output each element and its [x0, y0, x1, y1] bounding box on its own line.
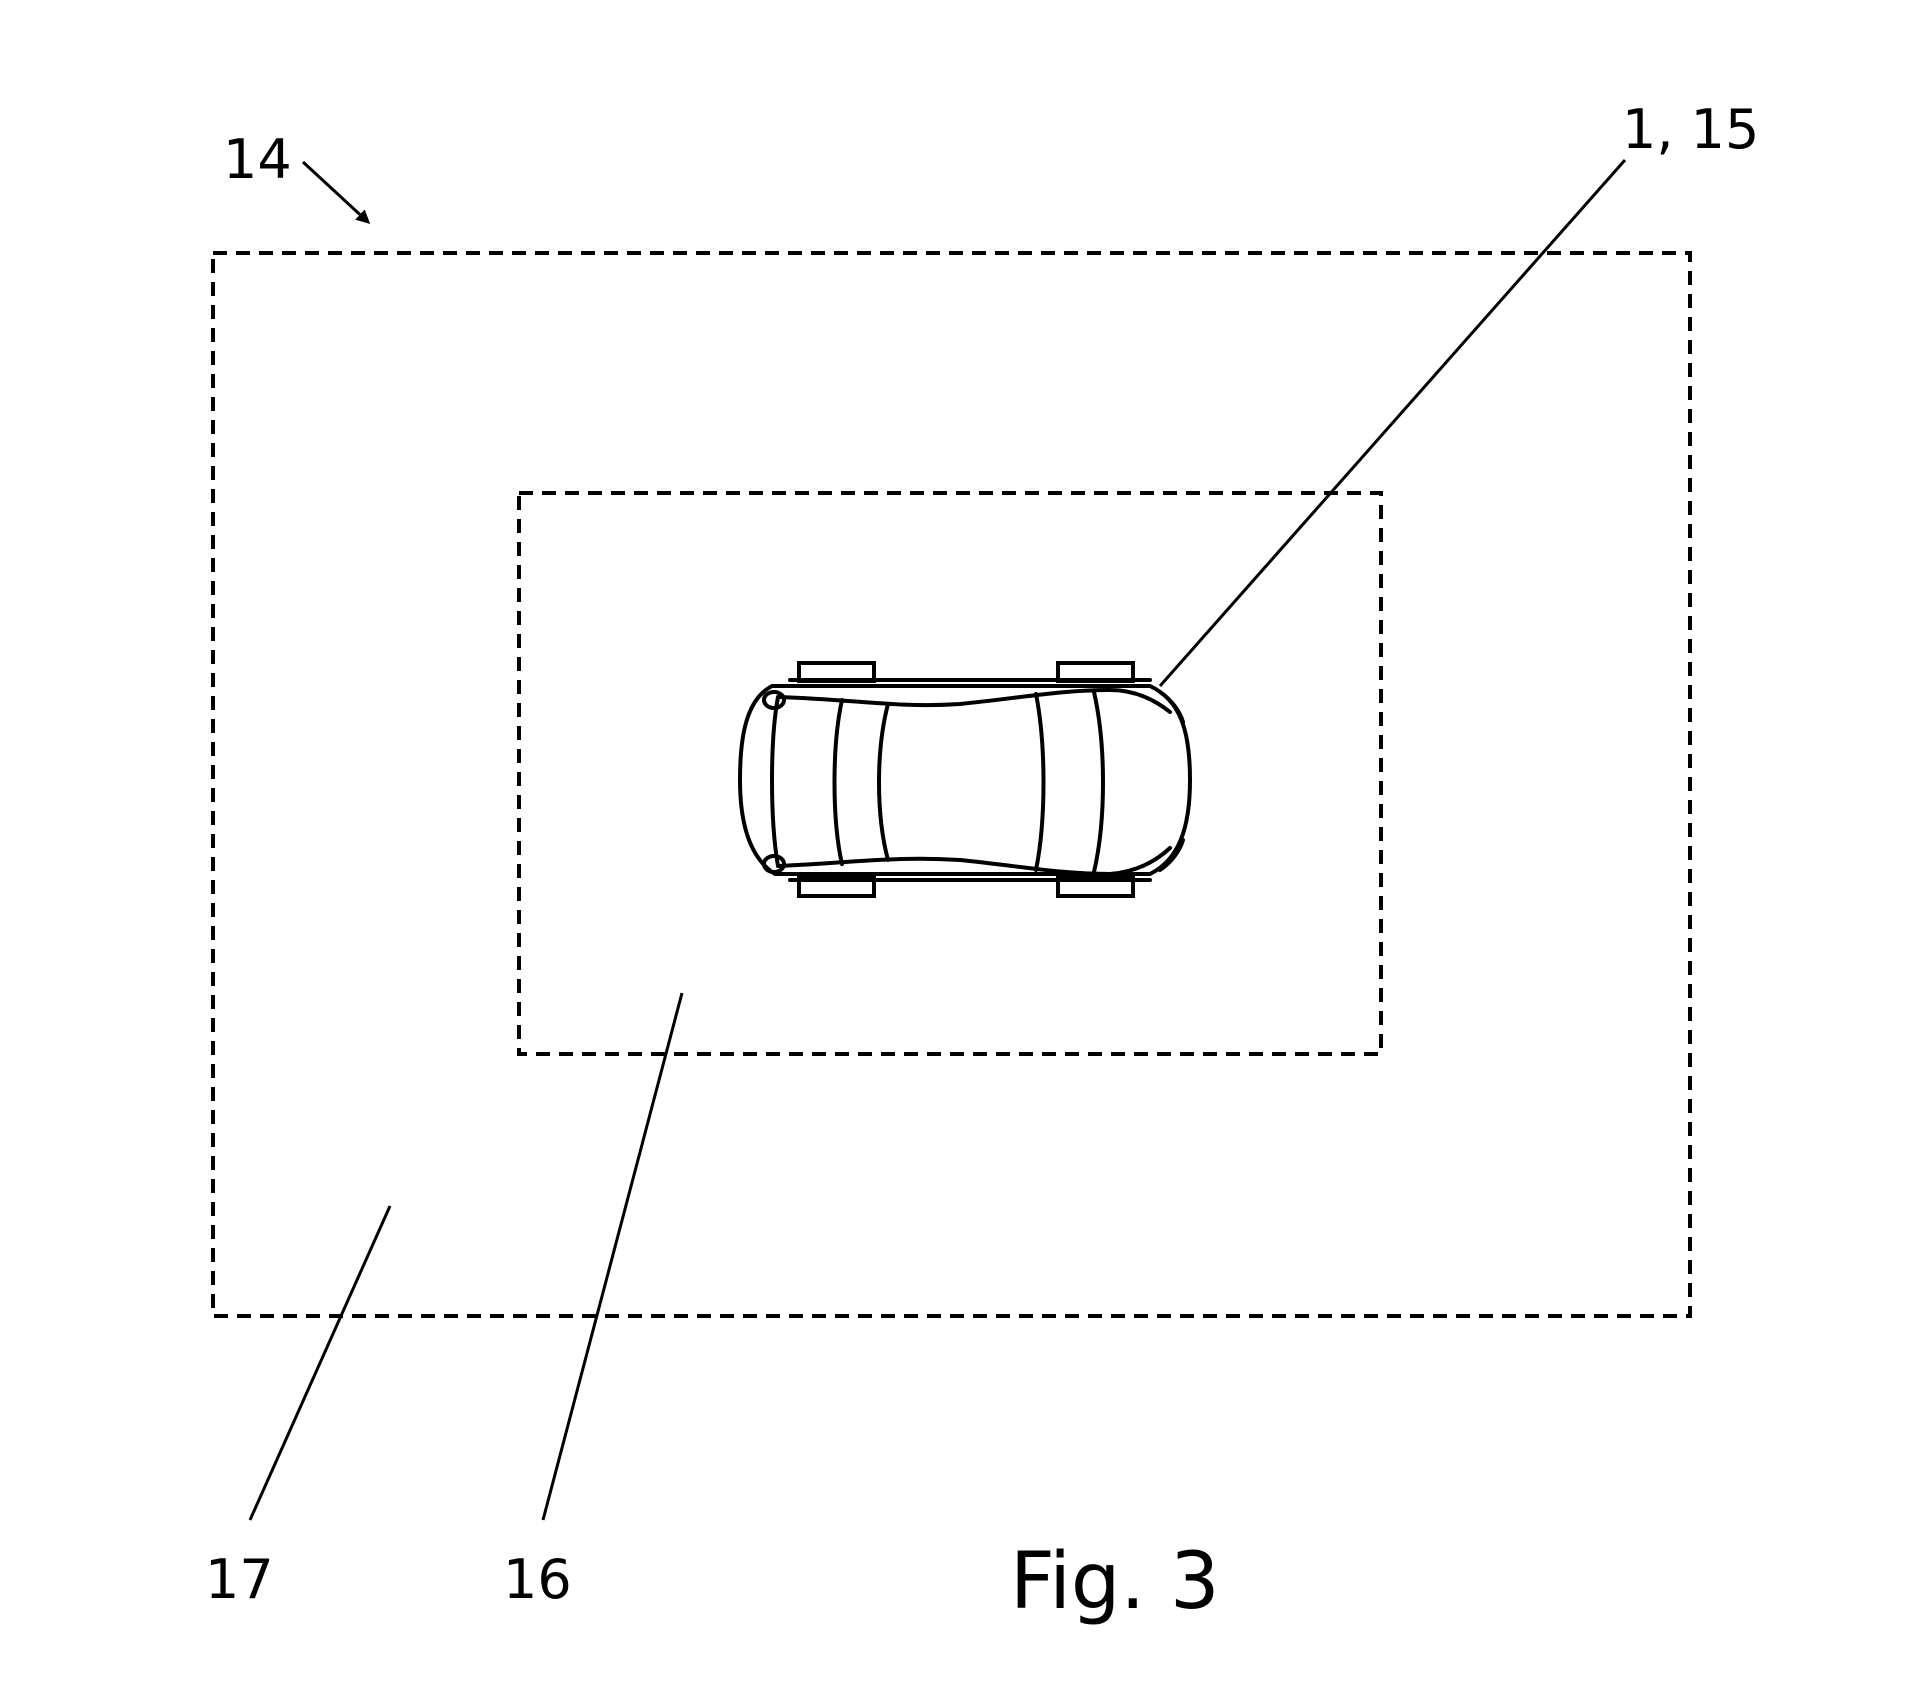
inner-zone-leader-line: [541, 992, 684, 1521]
inner-zone-boundary: [517, 491, 1383, 1056]
outer-region-leader-line: [248, 1205, 392, 1521]
outer-zone-arrow: [301, 160, 371, 225]
vehicle-tail-light-lower: [762, 854, 786, 874]
label-outer-region: 17: [205, 1548, 274, 1611]
vehicle-cabin-bottom-edge: [778, 846, 1172, 876]
vehicle-roof-front-line: [1034, 692, 1046, 872]
vehicle-rear-window-line: [770, 695, 780, 868]
outer-zone-boundary: [211, 251, 1692, 1318]
vehicle-headlight-lower: [1158, 838, 1185, 872]
vehicle-top-view: [738, 661, 1192, 898]
figure-caption: Fig. 3: [1010, 1537, 1220, 1627]
vehicle-body-outline: [738, 684, 1192, 876]
vehicle-roof-rear-line: [877, 702, 890, 862]
vehicle-leader-line: [1158, 159, 1627, 687]
vehicle-rear-pillar-line: [832, 698, 844, 866]
vehicle-headlight-upper: [1158, 690, 1185, 724]
label-inner-zone: 16: [503, 1548, 572, 1611]
label-vehicle: 1, 15: [1622, 98, 1759, 161]
vehicle-tail-light-upper: [762, 690, 786, 710]
vehicle-cabin-top-edge: [778, 688, 1172, 714]
vehicle-windshield-line: [1092, 690, 1105, 874]
label-outer-zone: 14: [223, 128, 292, 191]
